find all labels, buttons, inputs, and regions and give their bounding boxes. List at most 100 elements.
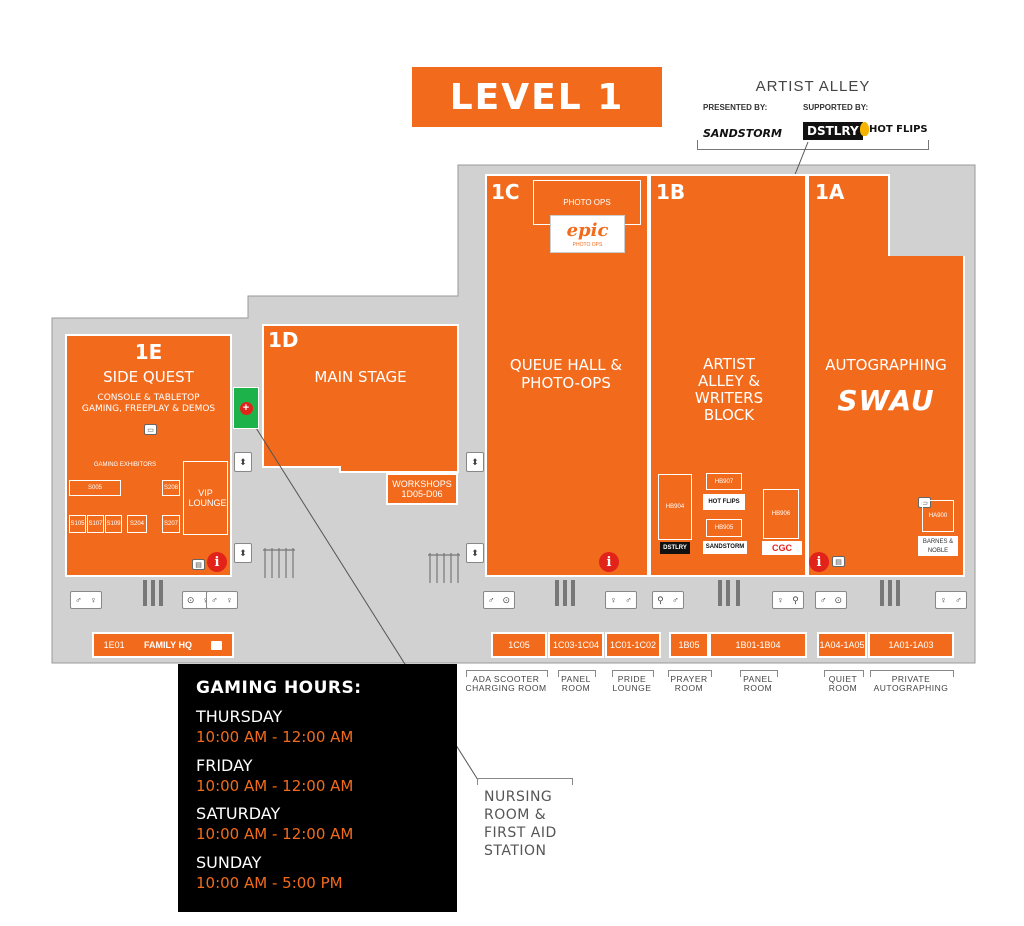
- booth-s107[interactable]: S107: [87, 515, 104, 533]
- label-prayer: PRAYER ROOM: [670, 674, 708, 693]
- label-ada: ADA SCOOTER CHARGING ROOM: [465, 674, 547, 693]
- bracket-quiet: [824, 670, 864, 677]
- epic-wordmark: epic: [566, 220, 609, 241]
- room-1c03-1c04[interactable]: 1C03-1C04: [548, 632, 604, 658]
- hours-time-saturday: 10:00 AM - 12:00 AM: [196, 825, 354, 843]
- zone-1c-code: 1C: [491, 180, 520, 204]
- booth-s204[interactable]: S204: [127, 515, 147, 533]
- stairs-1: [263, 548, 295, 578]
- atm-icon-1a: ▤: [832, 556, 845, 567]
- escalator-4b: [888, 580, 892, 606]
- room-1a01-1a03[interactable]: 1A01-1A03: [868, 632, 954, 658]
- info-icon-1c[interactable]: i: [599, 552, 619, 572]
- restroom-icon-7[interactable]: ♀⚲: [772, 591, 804, 609]
- gaming-icon: ▭: [144, 424, 157, 435]
- hours-day-saturday: SATURDAY: [196, 804, 281, 823]
- hours-time-friday: 10:00 AM - 12:00 AM: [196, 777, 354, 795]
- swau-logo: SWAU: [837, 384, 935, 417]
- escalator-3b: [726, 580, 730, 606]
- room-1a04-1a05[interactable]: 1A04-1A05: [817, 632, 867, 658]
- room-1b01-1b04[interactable]: 1B01-1B04: [709, 632, 807, 658]
- gaming-hours-panel: [178, 664, 457, 912]
- escalator-2a: [555, 580, 559, 606]
- artist-alley-title: ARTIST ALLEY: [755, 78, 871, 95]
- epic-photo-ops-logo: epic PHOTO OPS: [550, 215, 625, 253]
- room-1c01-1c02[interactable]: 1C01-1C02: [605, 632, 661, 658]
- escalator-1c: [159, 580, 163, 606]
- gaming-exhibitors-label: GAMING EXHIBITORS: [93, 462, 157, 468]
- level-title-box: LEVEL 1: [412, 67, 662, 127]
- restroom-icon-4[interactable]: ♂⊙: [483, 591, 515, 609]
- escalator-4c: [896, 580, 900, 606]
- workshops-room[interactable]: WORKSHOPS 1D05-D06: [386, 473, 458, 505]
- vip-lounge-label: VIP LOUNGE: [188, 488, 227, 508]
- zone-1e-sub: CONSOLE & TABLETOP GAMING, FREEPLAY & DE…: [81, 393, 216, 414]
- booth-hb907[interactable]: HB907: [706, 473, 742, 490]
- workshops-label: WORKSHOPS 1D05-D06: [392, 479, 452, 499]
- booth-ha900[interactable]: HA900: [922, 500, 954, 532]
- hours-time-sunday: 10:00 AM - 5:00 PM: [196, 874, 343, 892]
- booth-hb906[interactable]: HB906: [763, 489, 799, 539]
- elevator-icon-1[interactable]: ⬍: [234, 452, 252, 472]
- escalator-3c: [736, 580, 740, 606]
- info-icon-1a[interactable]: i: [809, 552, 829, 572]
- zone-1b-code: 1B: [656, 180, 686, 204]
- zone-1c-name: QUEUE HALL & PHOTO-OPS: [509, 356, 623, 392]
- restroom-icon-8[interactable]: ♂⊙: [815, 591, 847, 609]
- zone-1e-code: 1E: [134, 340, 163, 364]
- zone-1d-block: [262, 324, 459, 473]
- booth-s207[interactable]: S207: [162, 515, 180, 533]
- bracket-pride: [612, 670, 654, 677]
- sandstorm-booth-logo: SANDSTORM: [703, 541, 747, 554]
- hours-day-sunday: SUNDAY: [196, 853, 262, 872]
- bracket-prayer: [668, 670, 712, 677]
- restroom-icon-1[interactable]: ♂♀: [70, 591, 102, 609]
- booth-s208[interactable]: S208: [162, 480, 180, 496]
- artist-alley-sponsors: ARTIST ALLEY PRESENTED BY: SUPPORTED BY:…: [697, 72, 929, 152]
- bracket-nursing: [477, 778, 573, 785]
- room-1e01-name: FAMILY HQ: [144, 640, 193, 650]
- cgc-booth-logo: CGC: [762, 541, 802, 555]
- gaming-hours-title: GAMING HOURS:: [196, 678, 362, 698]
- barnes-noble-logo: BARNES & NOBLE: [918, 536, 958, 556]
- hotflips-flame-icon: [860, 122, 869, 136]
- booth-hb904[interactable]: HB904: [658, 474, 692, 540]
- restroom-icon-6[interactable]: ⚲♂: [652, 591, 684, 609]
- escalator-2b: [563, 580, 567, 606]
- elevator-icon-3[interactable]: ⬍: [466, 452, 484, 472]
- zone-1b-name: ARTIST ALLEY & WRITERS BLOCK: [694, 355, 764, 424]
- restroom-icon-5[interactable]: ♀♂: [605, 591, 637, 609]
- booth-s005[interactable]: S005: [69, 480, 121, 496]
- booth-s105[interactable]: S105: [69, 515, 86, 533]
- elevator-icon-4[interactable]: ⬍: [466, 543, 484, 563]
- escalator-2c: [571, 580, 575, 606]
- elevator-icon-2[interactable]: ⬍: [234, 543, 252, 563]
- zone-1a-code: 1A: [815, 180, 845, 204]
- room-1e01[interactable]: 1E01 FAMILY HQ: [92, 632, 234, 658]
- zone-1e: [65, 334, 232, 577]
- label-pride: PRIDE LOUNGE: [612, 674, 652, 693]
- booth-hb905[interactable]: HB905: [706, 519, 742, 537]
- epic-subtitle: PHOTO OPS: [572, 242, 603, 248]
- hours-day-thursday: THURSDAY: [196, 707, 283, 726]
- stairs-2: [428, 553, 460, 583]
- dstlry-logo: DSTLRY: [803, 122, 863, 140]
- hotflips-booth-logo: HOT FLIPS: [703, 494, 745, 510]
- sandstorm-logo: SANDSTORM: [703, 127, 782, 140]
- restroom-icon-3[interactable]: ♂♀: [206, 591, 238, 609]
- first-aid-room[interactable]: +: [233, 387, 259, 429]
- vip-lounge[interactable]: VIP LOUNGE: [183, 461, 228, 535]
- escalator-4a: [880, 580, 884, 606]
- room-1b05[interactable]: 1B05: [669, 632, 709, 658]
- first-aid-icon: +: [239, 401, 253, 415]
- supported-by-label: SUPPORTED BY:: [803, 103, 869, 112]
- info-icon-1e[interactable]: i: [207, 552, 227, 572]
- autograph-desk-icon: ▭: [918, 497, 931, 508]
- room-1c05[interactable]: 1C05: [491, 632, 547, 658]
- escalator-3a: [718, 580, 722, 606]
- bracket-panel1: [558, 670, 596, 677]
- restroom-icon-9[interactable]: ♀♂: [935, 591, 967, 609]
- booth-s109[interactable]: S109: [105, 515, 122, 533]
- hours-day-friday: FRIDAY: [196, 756, 253, 775]
- zone-1e-name: SIDE QUEST: [103, 368, 194, 386]
